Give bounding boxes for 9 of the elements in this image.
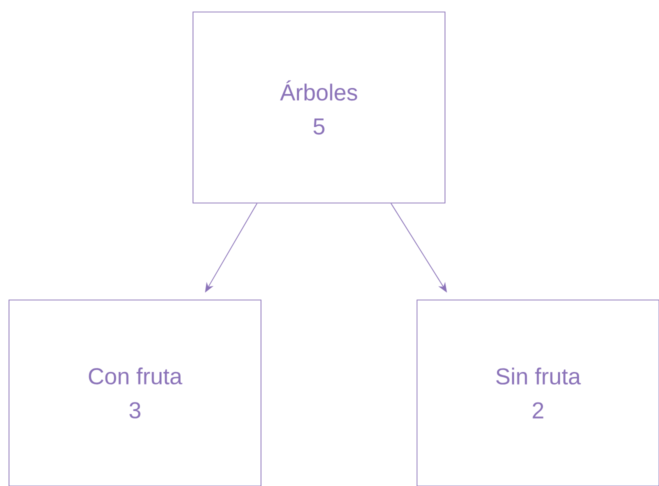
text-box — [8, 300, 262, 486]
node-text: Sin fruta — [496, 368, 581, 385]
node-text: Árboles — [280, 80, 358, 101]
node-text: Con fruta — [88, 368, 182, 384]
node-text: 3 — [129, 402, 140, 418]
text-box — [416, 300, 659, 486]
text-box — [192, 12, 446, 204]
node-text: 5 — [314, 118, 324, 135]
node-text: 2 — [532, 402, 544, 418]
